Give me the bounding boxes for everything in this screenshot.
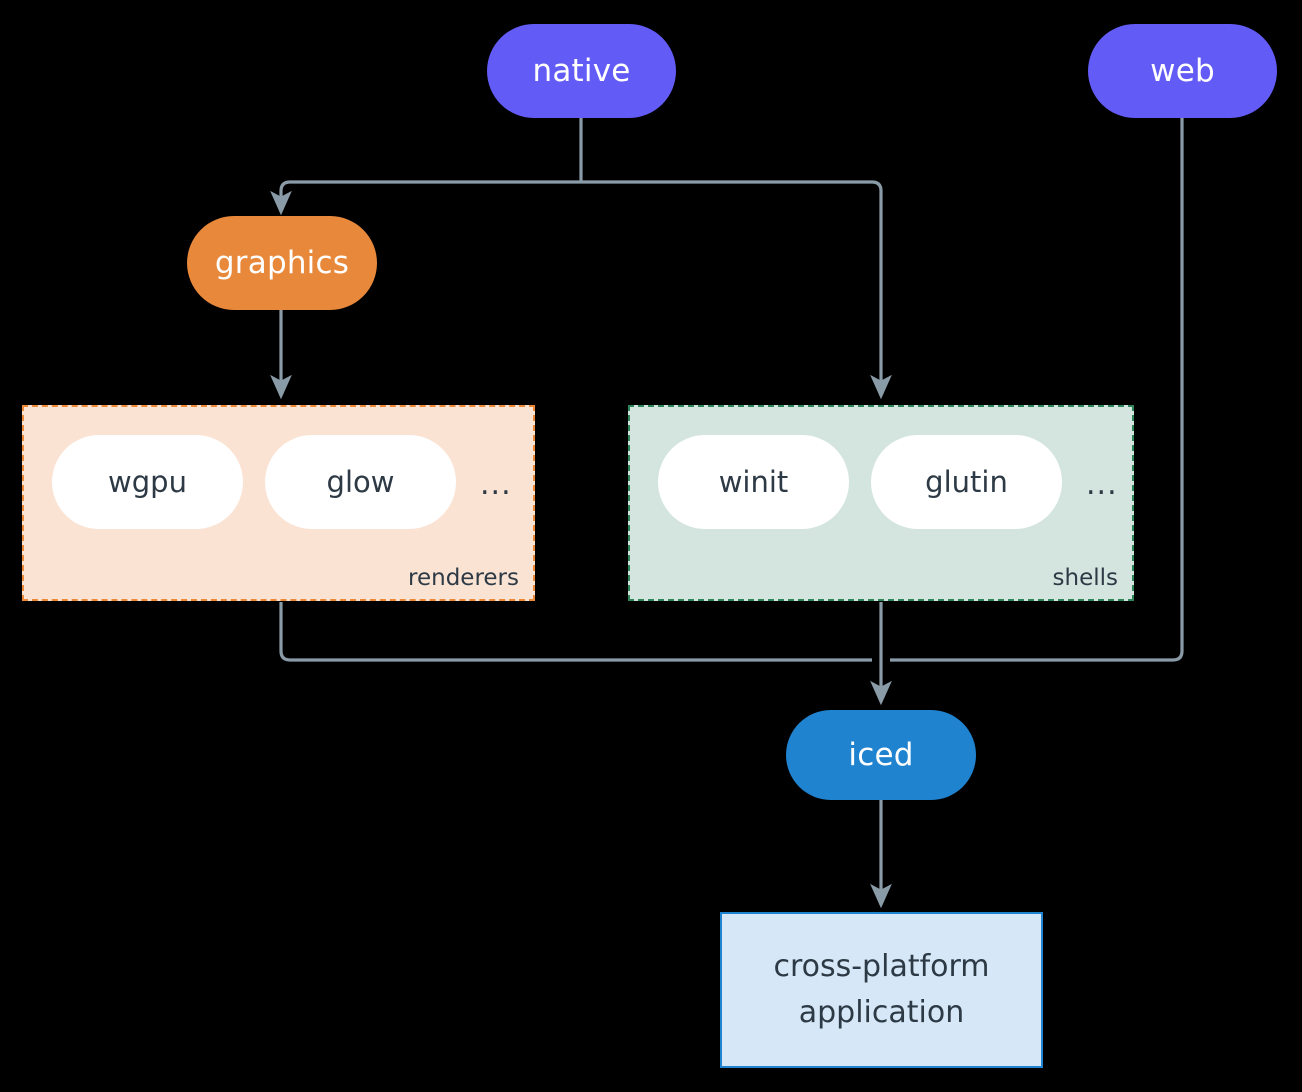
node-native-label: native bbox=[532, 53, 631, 89]
cluster-shells: winit glutin ... shells bbox=[628, 405, 1134, 601]
node-application-label-line2: application bbox=[798, 995, 965, 1030]
node-application-label-line1: cross-platform bbox=[773, 948, 990, 984]
leaf-glutin-label: glutin bbox=[925, 465, 1008, 499]
node-graphics[interactable]: graphics bbox=[187, 216, 377, 310]
node-web[interactable]: web bbox=[1088, 24, 1277, 118]
leaf-glow[interactable]: glow bbox=[265, 435, 456, 529]
edge-renderers-to-iced bbox=[279, 602, 872, 662]
leaf-glutin[interactable]: glutin bbox=[871, 435, 1062, 529]
leaf-winit[interactable]: winit bbox=[658, 435, 849, 529]
node-application[interactable]: cross-platform application bbox=[720, 912, 1043, 1068]
cluster-shells-label: shells bbox=[1052, 565, 1118, 591]
renderers-overflow-ellipsis: ... bbox=[480, 467, 512, 502]
cluster-renderers-label: renderers bbox=[408, 565, 519, 591]
node-web-label: web bbox=[1150, 53, 1215, 89]
leaf-wgpu-label: wgpu bbox=[108, 465, 187, 499]
node-native[interactable]: native bbox=[487, 24, 676, 118]
leaf-winit-label: winit bbox=[718, 465, 789, 499]
leaf-wgpu[interactable]: wgpu bbox=[52, 435, 243, 529]
leaf-glow-label: glow bbox=[326, 465, 395, 499]
node-iced-label: iced bbox=[848, 737, 914, 773]
edge-native-to-shells bbox=[581, 180, 892, 400]
shells-overflow-ellipsis: ... bbox=[1086, 467, 1118, 502]
node-graphics-label: graphics bbox=[214, 245, 350, 281]
node-iced[interactable]: iced bbox=[786, 710, 976, 800]
cluster-renderers: wgpu glow ... renderers bbox=[22, 405, 535, 601]
edge-native-to-graphics bbox=[270, 180, 581, 216]
